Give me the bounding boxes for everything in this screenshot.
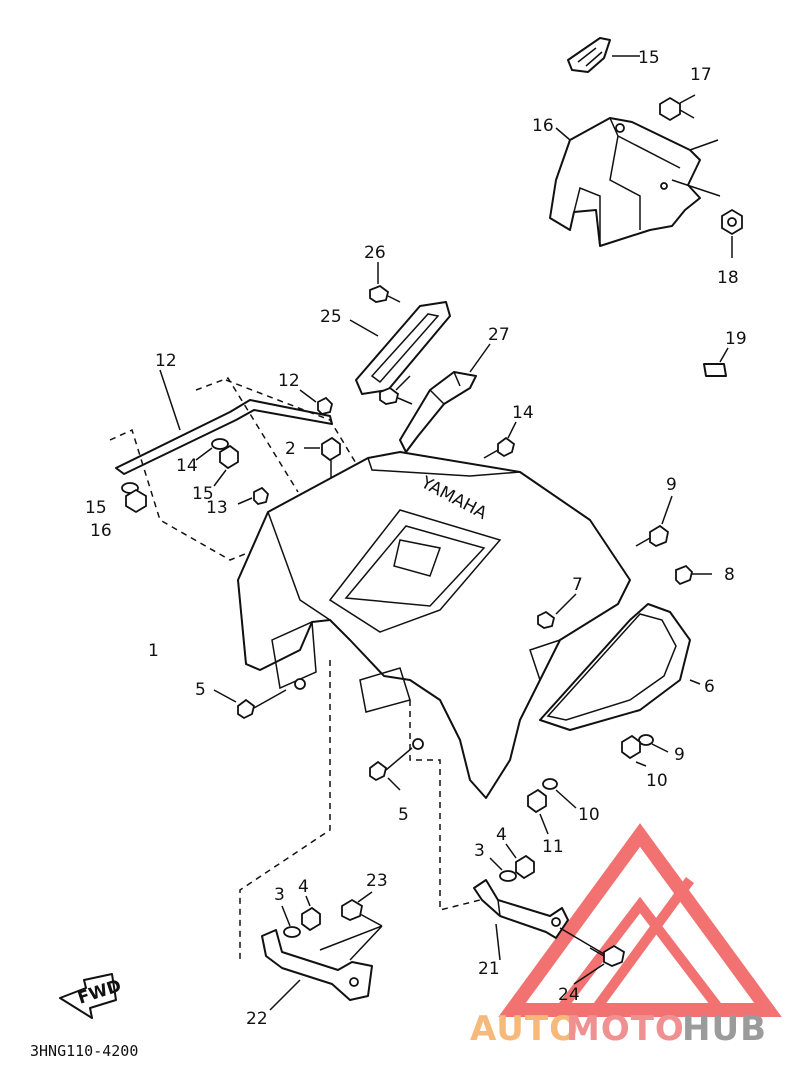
callout-10-right: 10 (646, 771, 668, 791)
part-24-panel (349, 301, 451, 395)
callout-1: 1 (148, 641, 159, 661)
callout-23-right: 24 (558, 985, 580, 1005)
callout-7-left: 7 (572, 575, 583, 595)
part-15-nut-upper (213, 444, 239, 487)
callout-2: 2 (285, 439, 296, 459)
callout-23-left: 23 (366, 871, 388, 891)
watermark-logo-triangle (498, 823, 782, 1017)
callout-20: 15 (638, 48, 660, 68)
callout-9-center: 10 (578, 805, 600, 825)
part-13-bolt (483, 421, 517, 459)
callout-3-right: 3 (474, 841, 485, 861)
part-18-nut (721, 208, 743, 258)
part-21-bracket (473, 879, 569, 961)
callout-8: 9 (666, 475, 677, 495)
callout-4-left: 4 (298, 877, 309, 897)
callout-25: 26 (364, 243, 386, 263)
part-10-nut-right (621, 734, 647, 767)
part-4-nut-right (505, 843, 535, 880)
callout-15-lower: 16 (90, 521, 112, 541)
part-25-bolt (369, 262, 401, 303)
watermark-auto: AUTO (470, 1009, 579, 1049)
part-20-clip (567, 37, 640, 73)
part-7-bolt-left (537, 593, 577, 629)
callout-24: 25 (320, 307, 342, 327)
callout-7-right: 8 (724, 565, 735, 585)
callout-3-left: 3 (274, 885, 285, 905)
watermark-hub: HUB (682, 1009, 767, 1049)
part-19-pad (703, 347, 729, 377)
part-12-screw-upper (299, 389, 333, 415)
callout-12-lower: 13 (206, 498, 228, 518)
part-15-nut-lower (125, 488, 147, 514)
part-10-nut-center (527, 788, 549, 835)
callout-18: 18 (717, 268, 739, 288)
part-23-bolt-left (319, 891, 383, 961)
callout-6: 6 (704, 677, 715, 697)
fwd-direction-arrow: FWD (59, 973, 124, 1019)
callout-14-upper: 14 (176, 456, 198, 476)
drawing-code: 3HNG110-4200 (30, 1042, 138, 1060)
part-23-bolt-right (559, 927, 626, 985)
callout-13: 14 (512, 403, 534, 423)
part-9-washer-right (638, 734, 669, 753)
callout-19: 19 (725, 329, 747, 349)
callout-11: 12 (155, 351, 177, 371)
part-3-washer-right (489, 857, 517, 882)
callout-15-upper: 15 (192, 484, 214, 504)
part-5-bolt-center (369, 738, 424, 791)
part-11-rail (109, 369, 361, 561)
part-5-bolt-left (213, 678, 306, 720)
callout-26: 27 (488, 325, 510, 345)
part-1-rear-fender: YAMAHA (237, 451, 631, 799)
part-7-bolt-right (675, 564, 712, 586)
callout-21: 21 (478, 959, 500, 979)
watermark-moto: MOTO (566, 1009, 685, 1049)
callout-22: 22 (246, 1009, 268, 1029)
part-14-washer-upper (195, 438, 229, 461)
part-4-nut-left (301, 895, 321, 932)
callout-4-right: 4 (496, 825, 507, 845)
callout-10-center: 11 (542, 837, 564, 857)
callout-5-left: 5 (195, 680, 206, 700)
part-8-bolt (635, 495, 673, 548)
part-6-side-panel (539, 603, 701, 731)
callout-labels: 15 17 16 18 26 25 19 27 12 12 14 2 14 15… (85, 48, 747, 1029)
watermark-brand-text: AUTO MOTO HUB (470, 1009, 767, 1049)
part-3-washer-left (281, 905, 301, 938)
part-27-screw (379, 375, 413, 405)
callout-17: 17 (690, 65, 712, 85)
part-17-bolt (659, 94, 696, 122)
part-22-bracket (261, 929, 373, 1011)
part-12-screw-lower (237, 486, 269, 505)
part-9-washer-center (542, 778, 577, 809)
callout-5-center: 5 (398, 805, 409, 825)
part-26-bracket (399, 343, 491, 453)
callout-12-upper: 12 (278, 371, 300, 391)
part-16-cover (549, 117, 721, 247)
callout-14-lower: 15 (85, 498, 107, 518)
callout-9-right: 9 (674, 745, 685, 765)
callout-16: 16 (532, 116, 554, 136)
